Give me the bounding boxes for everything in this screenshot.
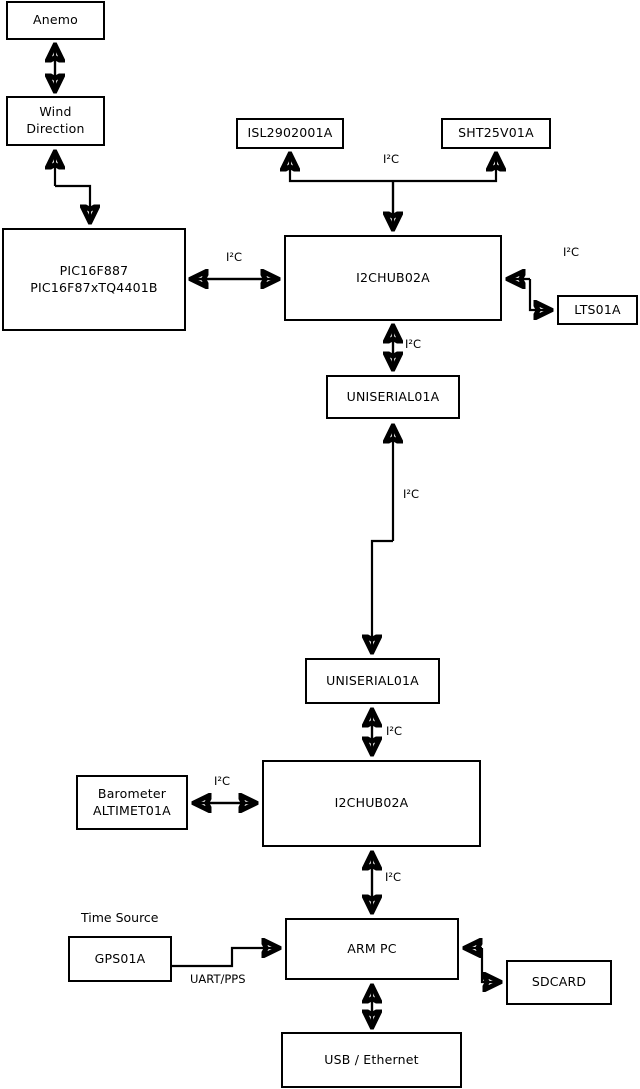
- node-uniserial01a-top[interactable]: UNISERIAL01A: [326, 375, 460, 419]
- node-uniserial01a-bottom[interactable]: UNISERIAL01A: [305, 658, 440, 704]
- node-sht25v01a[interactable]: SHT25V01A: [441, 118, 551, 149]
- edge-uniserial-top-uniserial-bottom: [372, 427, 393, 651]
- edge-label-i2c-hub-uniserial: I²C: [405, 337, 422, 351]
- node-isl2902001a[interactable]: ISL2902001A: [236, 118, 344, 149]
- edge-label-uart-pps: UART/PPS: [190, 972, 246, 986]
- node-lts01a-label: LTS01A: [574, 301, 621, 317]
- node-barometer-label-line1: Barometer: [97, 785, 167, 801]
- node-sdcard-label: SDCARD: [531, 974, 587, 990]
- node-lts01a[interactable]: LTS01A: [557, 295, 638, 325]
- node-usb-ethernet[interactable]: USB / Ethernet: [281, 1032, 462, 1088]
- node-wind-direction-label-line1: Wind: [39, 104, 72, 120]
- node-gps01a[interactable]: GPS01A: [68, 936, 172, 982]
- node-i2chub02a-bottom-label: I2CHUB02A: [334, 795, 409, 811]
- node-wind-direction[interactable]: Wind Direction: [6, 96, 105, 146]
- node-arm-pc[interactable]: ARM PC: [285, 918, 459, 980]
- edge-label-i2c-hub-lts: I²C: [563, 245, 580, 259]
- node-sht25v01a-label: SHT25V01A: [458, 125, 534, 141]
- node-barometer-label-line2: ALTIMET01A: [93, 802, 171, 818]
- node-pic-label-line1: PIC16F887: [59, 262, 129, 278]
- node-i2chub02a-bottom[interactable]: I2CHUB02A: [262, 760, 481, 847]
- node-i2chub02a-top[interactable]: I2CHUB02A: [284, 235, 502, 321]
- node-isl2902001a-label: ISL2902001A: [247, 125, 333, 141]
- node-uniserial01a-bottom-label: UNISERIAL01A: [326, 672, 419, 688]
- edge-label-i2c-uniserial-link: I²C: [403, 487, 420, 501]
- edge-label-i2c-barometer-hub: I²C: [214, 774, 231, 788]
- edge-i2chub-lts: [509, 279, 550, 310]
- edge-label-i2c-hub-arm: I²C: [385, 870, 402, 884]
- edge-i2chub-sensors-bus: [290, 155, 496, 228]
- node-barometer-altimet01a[interactable]: Barometer ALTIMET01A: [76, 775, 188, 830]
- node-wind-direction-label-line2: Direction: [26, 121, 85, 136]
- edge-wind-direction-pic: [55, 153, 90, 221]
- node-pic-microcontroller[interactable]: PIC16F887 PIC16F87xTQ4401B: [2, 228, 186, 331]
- node-i2chub02a-top-label: I2CHUB02A: [356, 269, 430, 285]
- node-anemo-label: Anemo: [33, 12, 78, 28]
- node-sdcard[interactable]: SDCARD: [506, 960, 612, 1005]
- node-arm-pc-label: ARM PC: [347, 940, 397, 956]
- node-gps01a-label: GPS01A: [94, 950, 146, 966]
- edge-label-i2c-sensors-bus: I²C: [383, 152, 400, 166]
- label-time-source: Time Source: [81, 910, 159, 925]
- node-usb-ethernet-label: USB / Ethernet: [324, 1051, 419, 1067]
- edge-arm-pc-sdcard: [466, 948, 499, 982]
- node-pic-label-line2: PIC16F87xTQ4401B: [30, 279, 158, 295]
- edge-gps-arm-pc: [172, 948, 278, 968]
- edge-label-i2c-pic-hub: I²C: [226, 250, 243, 264]
- edge-label-i2c-uniserial-hub-bottom: I²C: [386, 724, 403, 738]
- node-uniserial01a-top-label: UNISERIAL01A: [346, 388, 440, 404]
- node-anemo[interactable]: Anemo: [6, 1, 105, 40]
